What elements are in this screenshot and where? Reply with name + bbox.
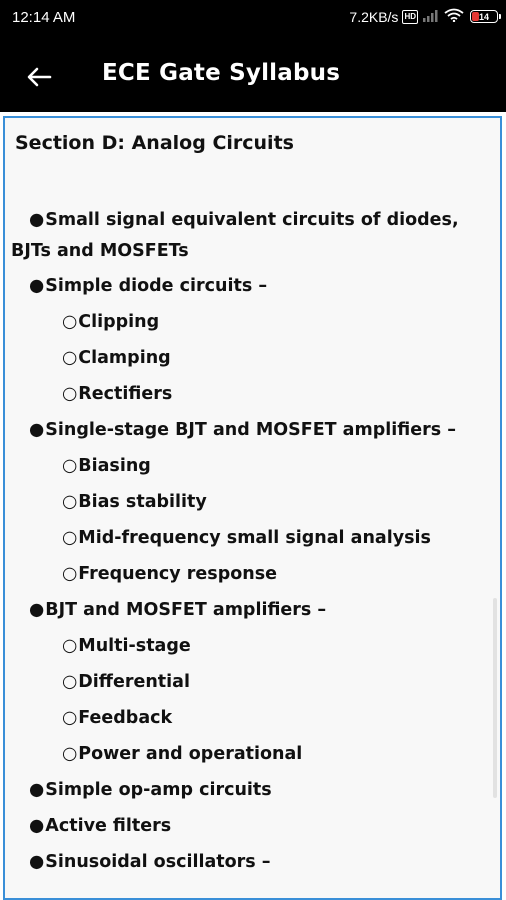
item-text: Simple op-amp circuits [45,780,272,800]
subtopic-item: ○Bias stability [5,484,495,520]
battery-level [472,12,480,21]
filled-bullet-icon: ● [29,276,45,296]
topic-item: ●Small signal equivalent circuits of dio… [5,202,495,268]
hollow-bullet-icon: ○ [62,348,78,368]
arrow-left-icon [27,67,52,87]
back-button[interactable] [22,60,56,94]
topic-item: ●Simple op-amp circuits [5,772,495,808]
subtopic-item: ○Rectifiers [5,376,495,412]
hollow-bullet-icon: ○ [62,456,78,476]
item-text: Simple diode circuits – [45,276,268,296]
item-text: Frequency response [78,564,278,584]
hollow-bullet-icon: ○ [62,312,78,332]
syllabus-webview[interactable]: Section D: Analog Circuits ●Small signal… [3,116,502,900]
item-text: Power and operational [78,744,303,764]
item-text: Differential [78,672,190,692]
subtopic-item: ○Frequency response [5,556,495,592]
item-text: Clipping [78,312,160,332]
item-text: BJT and MOSFET amplifiers – [45,600,327,620]
wifi-icon [444,8,464,25]
subtopic-item: ○Power and operational [5,736,495,772]
status-bar: 12:14 AM 7.2KB/s HD 14 [0,0,506,38]
page-title: ECE Gate Syllabus [102,60,341,86]
filled-bullet-icon: ● [29,600,45,620]
item-text: Sinusoidal oscillators – [45,852,271,872]
item-text: Biasing [78,456,151,476]
subtopic-item: ○Differential [5,664,495,700]
subtopic-item: ○Feedback [5,700,495,736]
hollow-bullet-icon: ○ [62,564,78,584]
hollow-bullet-icon: ○ [62,492,78,512]
hollow-bullet-icon: ○ [62,672,78,692]
item-text: Active filters [45,816,172,836]
scrollbar[interactable] [493,598,497,798]
hollow-bullet-icon: ○ [62,708,78,728]
subtopic-item: ○Biasing [5,448,495,484]
status-time: 12:14 AM [12,9,76,26]
app-bar: ECE Gate Syllabus [0,38,506,112]
subtopic-item: ○Clamping [5,340,495,376]
syllabus-list: ●Small signal equivalent circuits of dio… [5,202,495,880]
item-text: Bias stability [78,492,207,512]
filled-bullet-icon: ● [29,780,45,800]
item-text-continuation: BJTs and MOSFETs [11,241,189,261]
topic-item: ●BJT and MOSFET amplifiers – [5,592,495,628]
item-text: Multi-stage [78,636,191,656]
hd-icon: HD [402,9,418,24]
signal-icon [422,9,440,25]
hollow-bullet-icon: ○ [62,384,78,404]
subtopic-item: ○Mid-frequency small signal analysis [5,520,495,556]
item-text: Clamping [78,348,171,368]
topic-item: ●Single-stage BJT and MOSFET amplifiers … [5,412,495,448]
topic-item: ●Sinusoidal oscillators – [5,844,495,880]
hollow-bullet-icon: ○ [62,636,78,656]
battery-icon: 14 [470,10,501,23]
item-text: Single-stage BJT and MOSFET amplifiers – [45,420,456,440]
network-speed: 7.2KB/s [349,8,399,25]
topic-item: ●Active filters [5,808,495,844]
item-text: Small signal equivalent circuits of diod… [45,210,459,230]
filled-bullet-icon: ● [29,210,45,230]
filled-bullet-icon: ● [29,420,45,440]
item-text: Feedback [78,708,173,728]
battery-level-text: 14 [478,11,489,22]
filled-bullet-icon: ● [29,852,45,872]
topic-item: ●Simple diode circuits – [5,268,495,304]
hollow-bullet-icon: ○ [62,744,78,764]
subtopic-item: ○Clipping [5,304,495,340]
item-text: Mid-frequency small signal analysis [78,528,431,548]
content-area: Section D: Analog Circuits ●Small signal… [0,112,506,900]
item-text: Rectifiers [78,384,173,404]
subtopic-item: ○Multi-stage [5,628,495,664]
status-icons: 7.2KB/s HD 14 [349,8,501,25]
hollow-bullet-icon: ○ [62,528,78,548]
filled-bullet-icon: ● [29,816,45,836]
section-title: Section D: Analog Circuits [15,132,294,154]
